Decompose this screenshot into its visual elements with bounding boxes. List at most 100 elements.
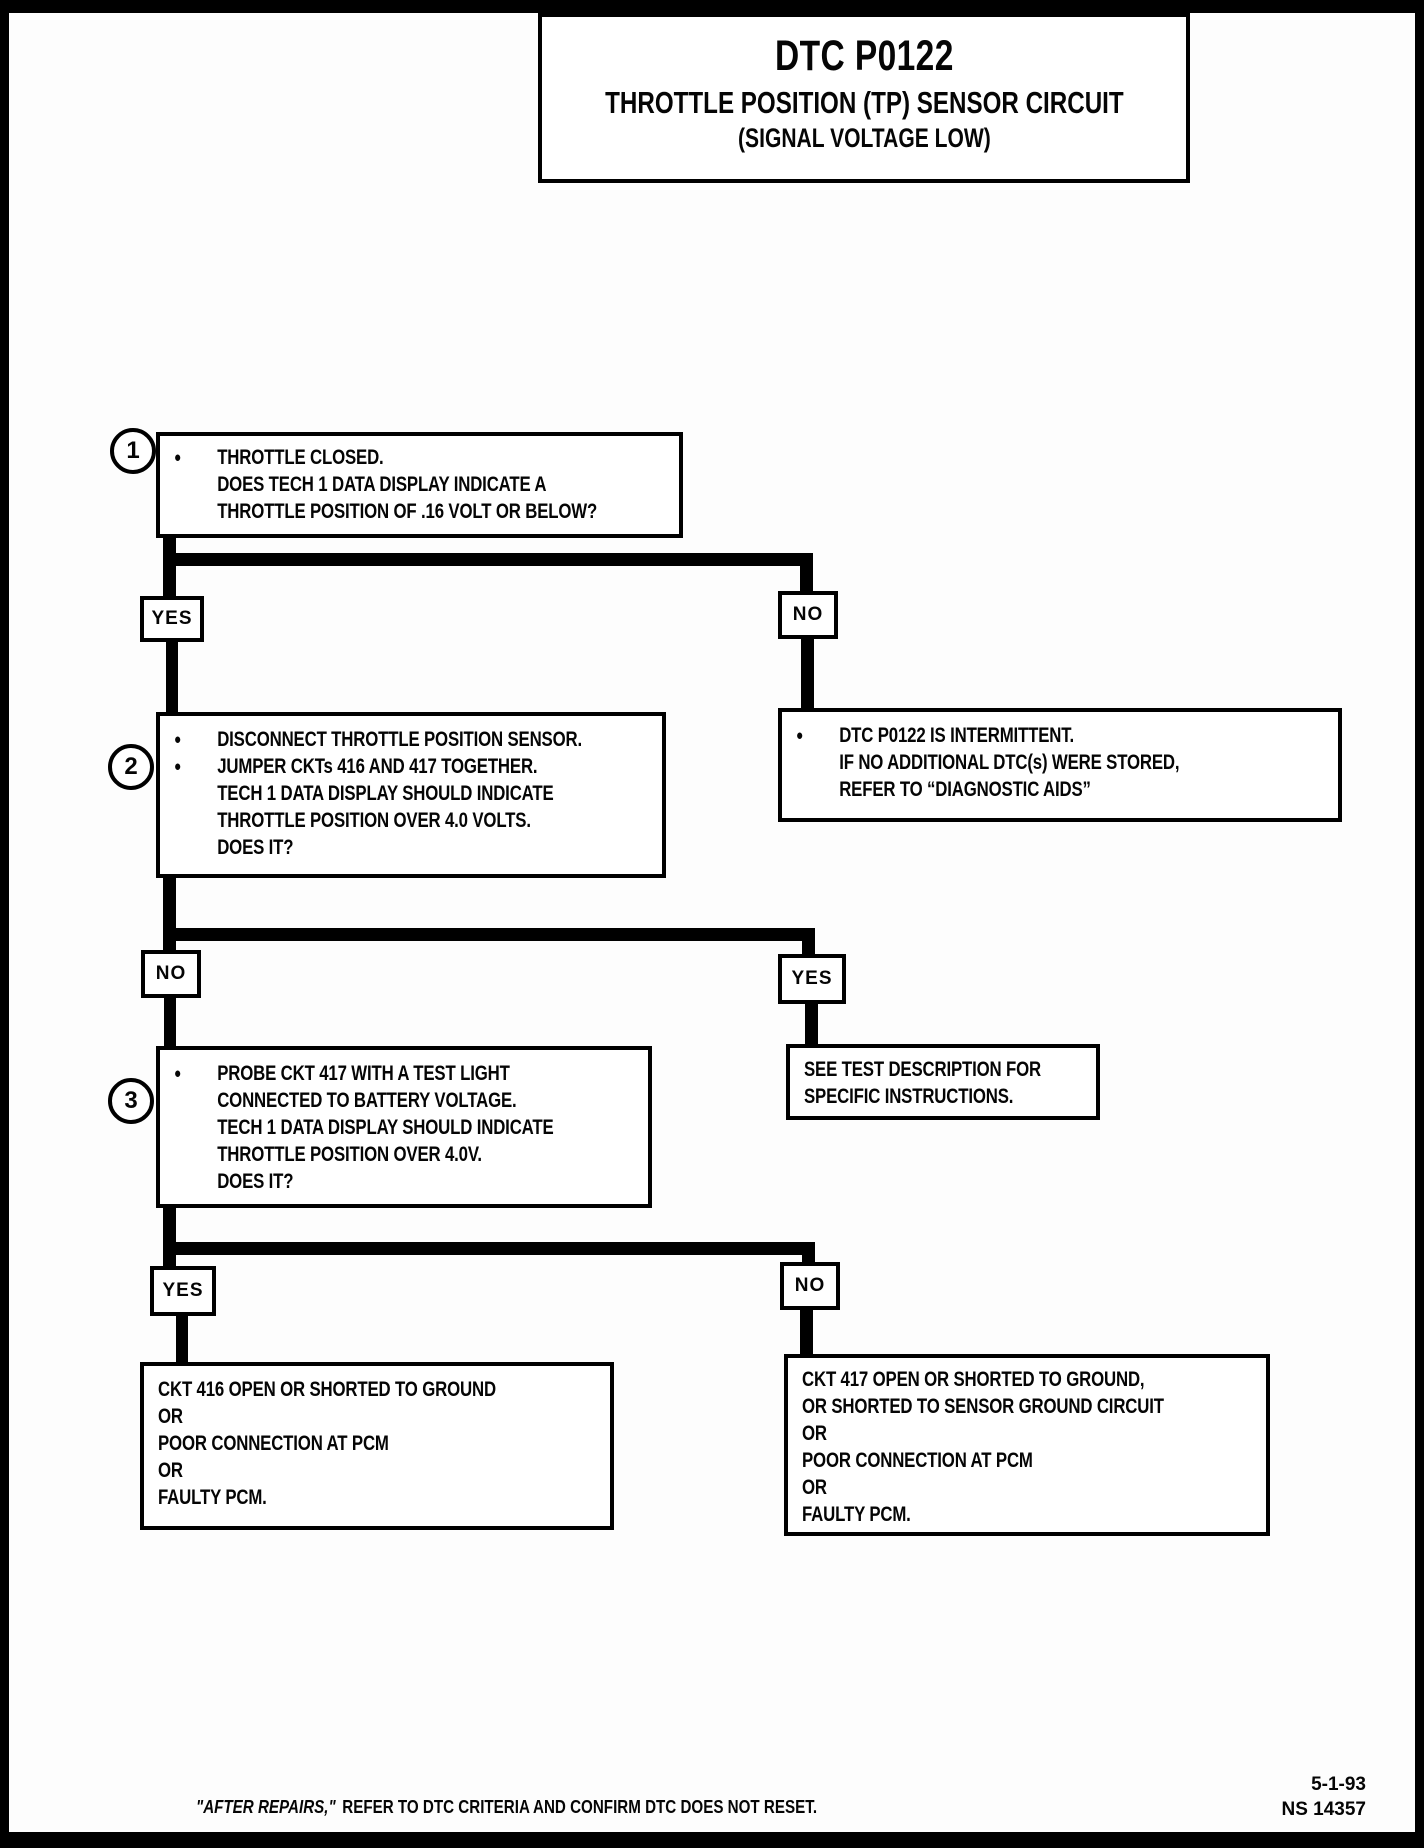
result-ckt417-text: CKT 417 OPEN OR SHORTED TO GROUND, OR SH… bbox=[802, 1366, 1396, 1528]
after-repairs-quoted: "AFTER REPAIRS," bbox=[196, 1796, 336, 1817]
box-line-text: OR SHORTED TO SENSOR GROUND CIRCUIT bbox=[802, 1395, 1164, 1418]
box-line: POOR CONNECTION AT PCM bbox=[158, 1430, 737, 1457]
box-line: CKT 416 OPEN OR SHORTED TO GROUND bbox=[158, 1376, 737, 1403]
branch-label-yes-2: YES bbox=[778, 954, 846, 1004]
box-line: THROTTLE POSITION OVER 4.0V. bbox=[174, 1141, 781, 1168]
page-id-block: 5-1-93 NS 14357 bbox=[1281, 1772, 1366, 1822]
result-ckt417-box: CKT 417 OPEN OR SHORTED TO GROUND, OR SH… bbox=[784, 1354, 1270, 1536]
branch-label-no-2: NO bbox=[141, 950, 201, 998]
circuit-title: THROTTLE POSITION (TP) SENSOR CIRCUIT bbox=[604, 85, 1124, 120]
box-line-text: THROTTLE POSITION OF .16 VOLT OR BELOW? bbox=[217, 500, 598, 523]
box-line: OR bbox=[802, 1474, 1396, 1501]
box-line-text: FAULTY PCM. bbox=[802, 1503, 911, 1526]
box-line: TECH 1 DATA DISPLAY SHOULD INDICATE bbox=[174, 1114, 781, 1141]
intermittent-result-box: ●DTC P0122 IS INTERMITTENT. IF NO ADDITI… bbox=[778, 708, 1342, 822]
box-line-text: DOES IT? bbox=[217, 1170, 294, 1193]
box-line: IF NO ADDITIONAL DTC(s) WERE STORED, bbox=[796, 749, 1424, 776]
branch-label-no-1: NO bbox=[778, 591, 838, 639]
revision-date: 5-1-93 bbox=[1311, 1774, 1366, 1795]
box-line-text: THROTTLE POSITION OVER 4.0V. bbox=[217, 1143, 482, 1166]
result-ckt416-box: CKT 416 OPEN OR SHORTED TO GROUND OR POO… bbox=[140, 1362, 614, 1530]
box-line: ● THROTTLE CLOSED. bbox=[174, 444, 820, 471]
box-line: CKT 417 OPEN OR SHORTED TO GROUND, bbox=[802, 1366, 1396, 1393]
box-line-text: CONNECTED TO BATTERY VOLTAGE. bbox=[217, 1089, 517, 1112]
dtc-code-title: DTC P0122 bbox=[774, 32, 954, 80]
branch-label-no-3: NO bbox=[780, 1262, 840, 1310]
box-line: CONNECTED TO BATTERY VOLTAGE. bbox=[174, 1087, 781, 1114]
box-line-text: CKT 416 OPEN OR SHORTED TO GROUND bbox=[158, 1378, 496, 1401]
branch-label-yes-1: YES bbox=[140, 596, 204, 642]
box-line-text: DOES IT? bbox=[217, 836, 294, 859]
box-line-text: OR bbox=[802, 1422, 827, 1445]
box-line: ●JUMPER CKTs 416 AND 417 TOGETHER. bbox=[174, 753, 799, 780]
box-line-text: IF NO ADDITIONAL DTC(s) WERE STORED, bbox=[839, 751, 1180, 774]
connector-line bbox=[802, 928, 815, 956]
step-number-3: 3 bbox=[108, 1078, 154, 1124]
after-repairs-rest: REFER TO DTC CRITERIA AND CONFIRM DTC DO… bbox=[342, 1796, 818, 1817]
box-line: FAULTY PCM. bbox=[158, 1484, 737, 1511]
box-line: DOES IT? bbox=[174, 834, 799, 861]
step3-text: ● PROBE CKT 417 WITH A TEST LIGHT CONNECT… bbox=[174, 1060, 781, 1195]
box-line: FAULTY PCM. bbox=[802, 1501, 1396, 1528]
connector-line bbox=[163, 1208, 176, 1266]
connector-line bbox=[163, 538, 176, 598]
box-line: POOR CONNECTION AT PCM bbox=[802, 1447, 1396, 1474]
signal-voltage-subtitle: (SIGNAL VOLTAGE LOW) bbox=[737, 123, 991, 153]
connector-line bbox=[166, 642, 178, 712]
box-line-text: DTC P0122 IS INTERMITTENT. bbox=[839, 724, 1075, 747]
bullet-icon: ● bbox=[174, 731, 182, 748]
step2-text: ● DISCONNECT THROTTLE POSITION SENSOR. ●J… bbox=[174, 726, 799, 861]
box-line-text: POOR CONNECTION AT PCM bbox=[158, 1432, 389, 1455]
step3-question-box: ● PROBE CKT 417 WITH A TEST LIGHT CONNECT… bbox=[156, 1046, 652, 1208]
box-line-text: THROTTLE CLOSED. bbox=[217, 446, 384, 469]
see-test-description-box: SEE TEST DESCRIPTION FOR SPECIFIC INSTRU… bbox=[786, 1044, 1100, 1120]
box-line: OR bbox=[158, 1403, 737, 1430]
box-line-text: THROTTLE POSITION OVER 4.0 VOLTS. bbox=[217, 809, 531, 832]
box-line-text: OR bbox=[158, 1405, 183, 1428]
result-ckt416-text: CKT 416 OPEN OR SHORTED TO GROUND OR POO… bbox=[158, 1376, 737, 1511]
connector-line bbox=[163, 1242, 815, 1255]
step-number-1: 1 bbox=[110, 428, 156, 474]
box-line: THROTTLE POSITION OF .16 VOLT OR BELOW? bbox=[174, 498, 820, 525]
box-line: SPECIFIC INSTRUCTIONS. bbox=[804, 1083, 1178, 1110]
connector-line bbox=[801, 639, 814, 708]
box-line: SEE TEST DESCRIPTION FOR bbox=[804, 1056, 1178, 1083]
box-line-text: PROBE CKT 417 WITH A TEST LIGHT bbox=[217, 1062, 510, 1085]
box-line: DOES TECH 1 DATA DISPLAY INDICATE A bbox=[174, 471, 820, 498]
bullet-icon: ● bbox=[174, 449, 182, 466]
box-line-text: FAULTY PCM. bbox=[158, 1486, 267, 1509]
connector-line bbox=[800, 1310, 813, 1354]
connector-line bbox=[163, 928, 815, 941]
box-line: DOES IT? bbox=[174, 1168, 781, 1195]
box-line-text: CKT 417 OPEN OR SHORTED TO GROUND, bbox=[802, 1368, 1145, 1391]
box-line-text: POOR CONNECTION AT PCM bbox=[802, 1449, 1033, 1472]
box-line: ●DTC P0122 IS INTERMITTENT. bbox=[796, 722, 1424, 749]
box-line-text: DISCONNECT THROTTLE POSITION SENSOR. bbox=[217, 728, 582, 751]
box-line: ● PROBE CKT 417 WITH A TEST LIGHT bbox=[174, 1060, 781, 1087]
connector-line bbox=[805, 1004, 818, 1044]
connector-line bbox=[163, 553, 813, 566]
box-line-text: SEE TEST DESCRIPTION FOR bbox=[804, 1058, 1041, 1081]
box-line-text: REFER TO “DIAGNOSTIC AIDS” bbox=[839, 778, 1091, 801]
title-text-group: DTC P0122 THROTTLE POSITION (TP) SENSOR … bbox=[605, 29, 1124, 153]
box-line: OR bbox=[802, 1420, 1396, 1447]
box-line-text: TECH 1 DATA DISPLAY SHOULD INDICATE bbox=[217, 782, 554, 805]
step-number-2: 2 bbox=[108, 744, 154, 790]
connector-line bbox=[802, 1242, 815, 1264]
box-line: OR SHORTED TO SENSOR GROUND CIRCUIT bbox=[802, 1393, 1396, 1420]
document-number: NS 14357 bbox=[1281, 1799, 1366, 1820]
box-line: ● DISCONNECT THROTTLE POSITION SENSOR. bbox=[174, 726, 799, 753]
step1-question-box: ● THROTTLE CLOSED. DOES TECH 1 DATA DISPL… bbox=[156, 432, 683, 538]
connector-line bbox=[176, 1316, 188, 1362]
box-line: OR bbox=[158, 1457, 737, 1484]
step1-text: ● THROTTLE CLOSED. DOES TECH 1 DATA DISPL… bbox=[174, 444, 820, 525]
title-box: DTC P0122 THROTTLE POSITION (TP) SENSOR … bbox=[538, 13, 1190, 183]
box-line: THROTTLE POSITION OVER 4.0 VOLTS. bbox=[174, 807, 799, 834]
bullet-icon: ● bbox=[174, 1065, 182, 1082]
box-line-text: OR bbox=[802, 1476, 827, 1499]
box-line-text: DOES TECH 1 DATA DISPLAY INDICATE A bbox=[217, 473, 547, 496]
branch-label-yes-3: YES bbox=[150, 1266, 216, 1316]
after-repairs-note: "AFTER REPAIRS," REFER TO DTC CRITERIA AN… bbox=[196, 1796, 817, 1818]
